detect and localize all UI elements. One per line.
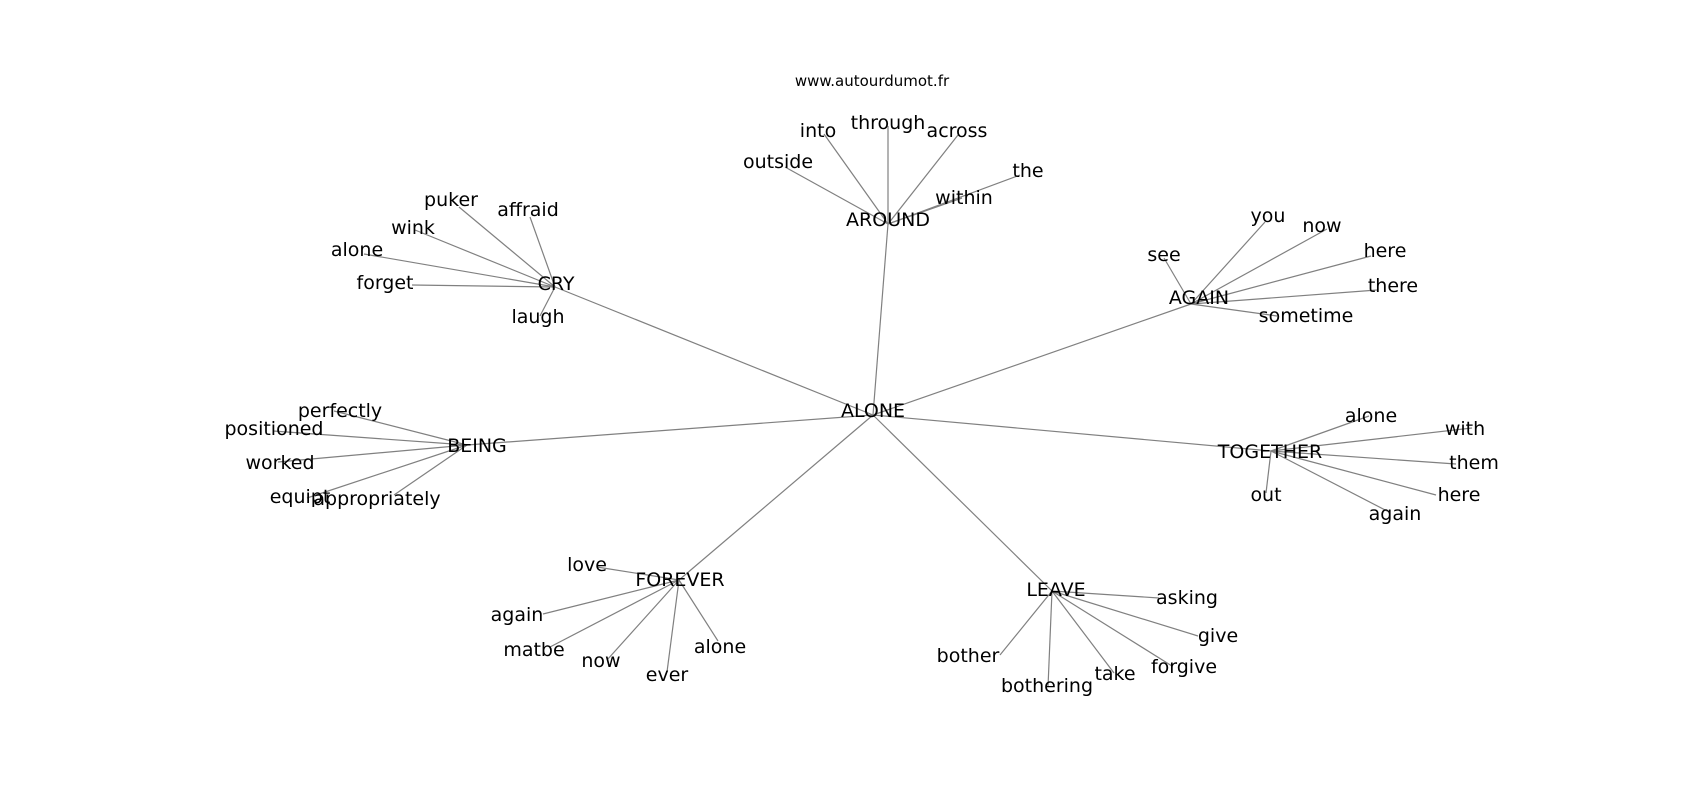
edge xyxy=(539,286,556,317)
center-word: ALONE xyxy=(841,400,905,422)
leaf-word: puker xyxy=(424,189,478,211)
edge xyxy=(999,590,1053,656)
edge xyxy=(554,286,874,416)
edge xyxy=(1270,415,1370,452)
leaf-word: worked xyxy=(245,452,314,474)
edge xyxy=(887,197,963,225)
leaf-word: affraid xyxy=(497,199,559,221)
leaf-word: again xyxy=(491,604,544,626)
edge xyxy=(872,414,1272,452)
leaf-word: out xyxy=(1250,484,1281,506)
leaf-word: alone xyxy=(331,239,383,261)
leaf-word: sometime xyxy=(1259,305,1354,327)
edge xyxy=(872,414,1053,592)
leaf-word: positioned xyxy=(224,418,323,440)
edge xyxy=(596,566,680,581)
leaf-word: into xyxy=(800,120,836,142)
leaf-word: alone xyxy=(694,636,746,658)
edge xyxy=(666,579,680,673)
hub-word-cry: CRY xyxy=(538,273,575,295)
leaf-word: here xyxy=(1364,240,1407,262)
edge xyxy=(1051,590,1199,637)
edge xyxy=(1047,590,1053,688)
leaf-word: them xyxy=(1449,452,1499,474)
hub-word-leave: LEAVE xyxy=(1026,579,1085,601)
edge xyxy=(363,253,556,288)
edge xyxy=(887,134,959,225)
leaf-word: forget xyxy=(357,272,414,294)
leaf-word: within xyxy=(935,187,993,209)
leaf-word: love xyxy=(567,554,607,576)
edge xyxy=(272,430,468,446)
edge xyxy=(872,223,889,416)
edge xyxy=(1051,590,1160,599)
leaf-word: asking xyxy=(1156,587,1218,609)
edge xyxy=(333,410,468,446)
leaf-word: bothering xyxy=(1001,675,1093,697)
leaf-word: forgive xyxy=(1151,656,1217,678)
leaf-word: laugh xyxy=(511,306,564,328)
edge xyxy=(1190,303,1278,317)
edge xyxy=(1190,221,1266,305)
edge xyxy=(823,133,889,225)
leaf-word: there xyxy=(1368,275,1418,297)
edge xyxy=(1190,289,1378,305)
edge xyxy=(678,579,719,642)
edge xyxy=(1051,590,1173,667)
edge xyxy=(606,579,680,661)
edge xyxy=(678,414,874,581)
leaf-word: alone xyxy=(1345,405,1397,427)
leaf-word: appropriately xyxy=(313,488,440,510)
edge xyxy=(1051,590,1115,674)
hub-word-forever: FOREVER xyxy=(635,569,724,591)
edge xyxy=(784,166,889,225)
edge xyxy=(1163,257,1192,305)
edge xyxy=(1270,450,1390,513)
leaf-word: equipt xyxy=(270,486,331,508)
hub-word-around: AROUND xyxy=(846,209,930,231)
leaf-word: again xyxy=(1369,503,1422,525)
edge xyxy=(466,414,874,446)
edge xyxy=(414,229,556,288)
leaf-word: bother xyxy=(937,645,1000,667)
leaf-word: matbe xyxy=(503,639,564,661)
leaf-word: the xyxy=(1012,160,1043,182)
leaf-word: perfectly xyxy=(298,400,382,422)
edge xyxy=(1270,427,1473,452)
edge xyxy=(458,206,556,288)
hub-word-together: TOGETHER xyxy=(1217,441,1322,463)
edges-layer xyxy=(272,126,1473,688)
edge xyxy=(306,444,468,499)
edge xyxy=(1265,450,1272,494)
edge xyxy=(1270,450,1437,496)
edge xyxy=(411,284,556,288)
edge xyxy=(872,303,1192,416)
edge xyxy=(542,579,680,615)
edge xyxy=(1190,228,1328,305)
leaf-word: give xyxy=(1198,625,1238,647)
leaf-word: through xyxy=(851,112,926,134)
leaf-word: outside xyxy=(743,151,813,173)
edge xyxy=(393,444,468,496)
leaf-word: ever xyxy=(646,664,689,686)
leaf-word: now xyxy=(581,650,620,672)
edge xyxy=(277,444,468,463)
leaf-word: with xyxy=(1445,418,1485,440)
leaf-word: across xyxy=(927,120,988,142)
leaf-word: you xyxy=(1251,205,1286,227)
leaf-word: here xyxy=(1438,484,1481,506)
leaf-word: wink xyxy=(391,217,435,239)
leaf-word: now xyxy=(1302,215,1341,237)
hub-word-being: BEING xyxy=(447,435,507,457)
edge xyxy=(1190,255,1372,305)
hub-word-again: AGAIN xyxy=(1169,287,1229,309)
edge xyxy=(549,579,680,648)
labels-layer: www.autourdumot.fr ALONE AROUND outside int… xyxy=(224,72,1498,697)
leaf-word: take xyxy=(1094,663,1135,685)
source-watermark: www.autourdumot.fr xyxy=(795,72,950,90)
edge xyxy=(1270,450,1457,465)
leaf-word: see xyxy=(1147,244,1180,266)
edge xyxy=(529,216,556,288)
